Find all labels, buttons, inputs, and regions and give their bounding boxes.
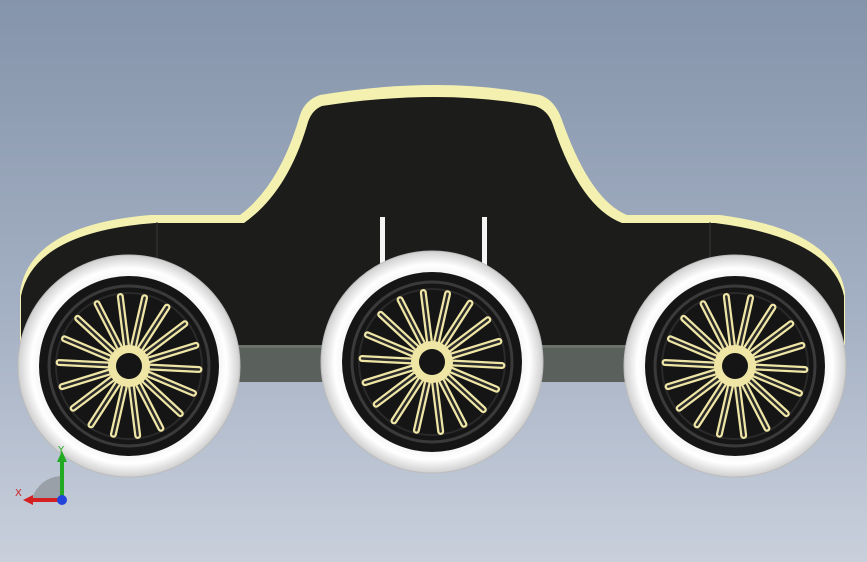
spoke-slot: [132, 296, 146, 348]
spoke-slot: [60, 370, 112, 388]
bracket-post-left: [380, 217, 385, 277]
triad-x-label: X: [15, 488, 22, 499]
body-panel: [21, 97, 844, 345]
spoke-slot: [446, 318, 490, 352]
spoke-slot: [718, 384, 732, 436]
spoke-slot: [744, 305, 775, 351]
spoke-slot: [63, 337, 112, 360]
spoke-slot: [422, 291, 431, 344]
hub-cap: [116, 353, 142, 379]
spoke-slot: [146, 344, 198, 362]
spoke-slot: [748, 378, 788, 415]
spoke-slot: [752, 372, 801, 395]
spoke-slot: [374, 372, 418, 406]
triad-y-arrowhead: [57, 451, 67, 462]
spoke-slot: [143, 322, 187, 356]
spoke-slot: [695, 381, 726, 427]
spoke-slot: [366, 333, 415, 356]
spoke-slot: [398, 298, 425, 346]
rim-lip: [661, 292, 809, 440]
triad-z-axis: [57, 495, 67, 505]
spoke-slot: [119, 295, 128, 348]
spoke-slot: [136, 382, 163, 430]
hub-cap: [419, 349, 445, 375]
spoke-slot: [738, 296, 752, 348]
spoke-slot: [450, 361, 504, 367]
triad-plane-wedge: [32, 476, 60, 498]
spoke-slot: [742, 382, 769, 430]
hub-cap: [722, 353, 748, 379]
spoke-slot: [441, 301, 472, 347]
spoke-slot: [142, 378, 182, 415]
spoke-slot: [666, 370, 718, 388]
spoke-slot: [752, 344, 804, 362]
rim-lip: [55, 292, 203, 440]
spoke-slot: [435, 292, 449, 344]
wheel-3[interactable]: [623, 254, 847, 478]
triad-y-label: Y: [57, 445, 65, 456]
spoke-slot: [89, 381, 120, 427]
spoke-slot: [112, 384, 126, 436]
spoke-slot: [379, 313, 419, 350]
spoke-slot: [130, 384, 139, 437]
spoke-slot: [701, 302, 728, 350]
spoke-slot: [753, 365, 807, 371]
wheel-group[interactable]: [17, 250, 847, 478]
rim-inner-ring: [47, 284, 211, 448]
coordinate-triad: X Y: [15, 445, 67, 505]
spoke-slot: [449, 368, 498, 391]
spoke-slot: [663, 361, 717, 367]
spoke-slot: [363, 366, 415, 384]
spoke-slot: [71, 376, 115, 410]
spoke-slot: [392, 377, 423, 423]
spoke-slot: [433, 380, 442, 433]
wheel-2[interactable]: [320, 250, 544, 474]
spoke-slot: [725, 295, 734, 348]
spoke-slot: [669, 337, 718, 360]
spoke-slot: [138, 305, 169, 351]
rim-inner-ring: [653, 284, 817, 448]
spoke-slot: [95, 302, 122, 350]
triad-x-arrowhead: [23, 495, 33, 505]
spoke-slot: [57, 361, 111, 367]
spoke-slot: [449, 340, 501, 358]
rim-inner-ring: [350, 280, 514, 444]
rim-lip: [358, 288, 506, 436]
spoke-slot: [146, 372, 195, 395]
spoke-slot: [677, 376, 721, 410]
spoke-slot: [749, 322, 793, 356]
spoke-slot: [445, 374, 485, 411]
spoke-slot: [439, 378, 466, 426]
spoke-slot: [76, 317, 116, 354]
spoke-slot: [147, 365, 201, 371]
spoke-slot: [360, 357, 414, 363]
wheel-1[interactable]: [17, 254, 241, 478]
spoke-slot: [736, 384, 745, 437]
bracket-post-right: [482, 217, 487, 277]
spoke-slot: [415, 380, 429, 432]
spoke-slot: [682, 317, 722, 354]
